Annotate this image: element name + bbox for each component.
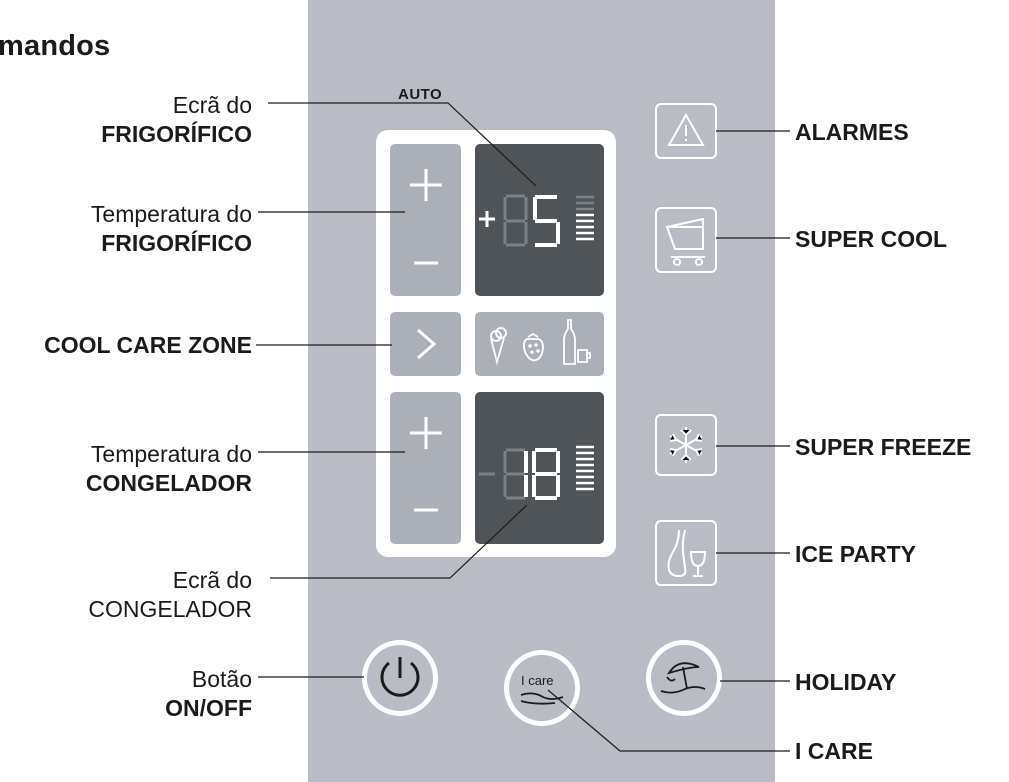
label-fridge-screen-line1: Ecrã do [172,92,252,118]
label-fridge-temp-line2: FRIGORÍFICO [101,230,252,256]
bottle-glass-icon [667,529,707,578]
i-care-button[interactable]: I care [504,650,580,726]
i-care-button-face: I care [509,655,575,721]
super-cool-button[interactable] [655,207,717,273]
alarms-button[interactable] [655,103,717,159]
ice-party-button[interactable] [655,520,717,586]
label-cool-care-zone: COOL CARE ZONE [0,331,252,360]
label-on-off-line2: ON/OFF [165,695,252,721]
minus-icon [414,508,438,512]
label-fridge-screen-line2: FRIGORÍFICO [101,121,252,147]
fridge-temp-readout [479,194,594,247]
shopping-cart-icon [665,217,705,266]
label-on-off: Botão ON/OFF [0,665,252,723]
label-fridge-temperature: Temperatura do FRIGORÍFICO [0,200,252,258]
power-icon [380,657,420,697]
label-freezer-screen-line1: Ecrã do [172,567,252,593]
freezer-screen [475,392,604,544]
plus-icon [410,169,442,201]
holiday-button[interactable] [646,640,722,716]
cool-care-zone-indicators [475,312,604,376]
warning-triangle-icon [667,112,705,146]
plus-icon [410,417,442,449]
on-off-button[interactable] [362,640,438,716]
page-heading: mandos [0,30,111,62]
freezer-plus-button[interactable] [406,413,446,453]
holiday-button-face [651,645,717,711]
label-super-cool: SUPER COOL [795,226,948,252]
freezer-minus-button[interactable] [406,495,446,525]
fridge-minus-button[interactable] [406,248,446,278]
label-freezer-screen: Ecrã do CONGELADOR [0,566,252,624]
label-alarms: ALARMES [795,119,909,145]
label-freezer-screen-line2: CONGELADOR [88,596,252,622]
label-fridge-temp-line1: Temperatura do [90,201,252,227]
label-freezer-temperature: Temperatura do CONGELADOR [0,440,252,498]
fridge-screen [475,144,604,296]
label-holiday: HOLIDAY [795,669,897,695]
bottle-glass-icon [563,319,591,365]
beach-umbrella-icon [660,662,706,694]
label-ice-party: ICE PARTY [795,541,916,567]
zone-icons [490,319,591,366]
ice-cream-icon [490,327,507,366]
on-off-button-face [367,645,433,711]
label-freezer-temp-line1: Temperatura do [90,441,252,467]
snowflake-icon [669,427,703,463]
label-fridge-screen: Ecrã do FRIGORÍFICO [0,91,252,149]
fridge-plus-button[interactable] [406,165,446,205]
chevron-right-icon [417,328,437,360]
label-super-freeze: SUPER FREEZE [795,434,972,460]
freezer-temp-readout [479,445,594,500]
super-freeze-button[interactable] [655,414,717,476]
label-cool-care-zone-text: COOL CARE ZONE [44,332,252,358]
label-i-care: I CARE [795,738,873,764]
minus-icon [414,261,438,265]
auto-label: AUTO [398,86,443,103]
label-on-off-line1: Botão [191,666,252,692]
strawberry-icon [522,332,544,362]
hand-icon [520,692,564,705]
cool-care-zone-button[interactable] [390,312,461,376]
i-care-text: I care [521,673,554,688]
label-freezer-temp-line2: CONGELADOR [85,470,252,496]
